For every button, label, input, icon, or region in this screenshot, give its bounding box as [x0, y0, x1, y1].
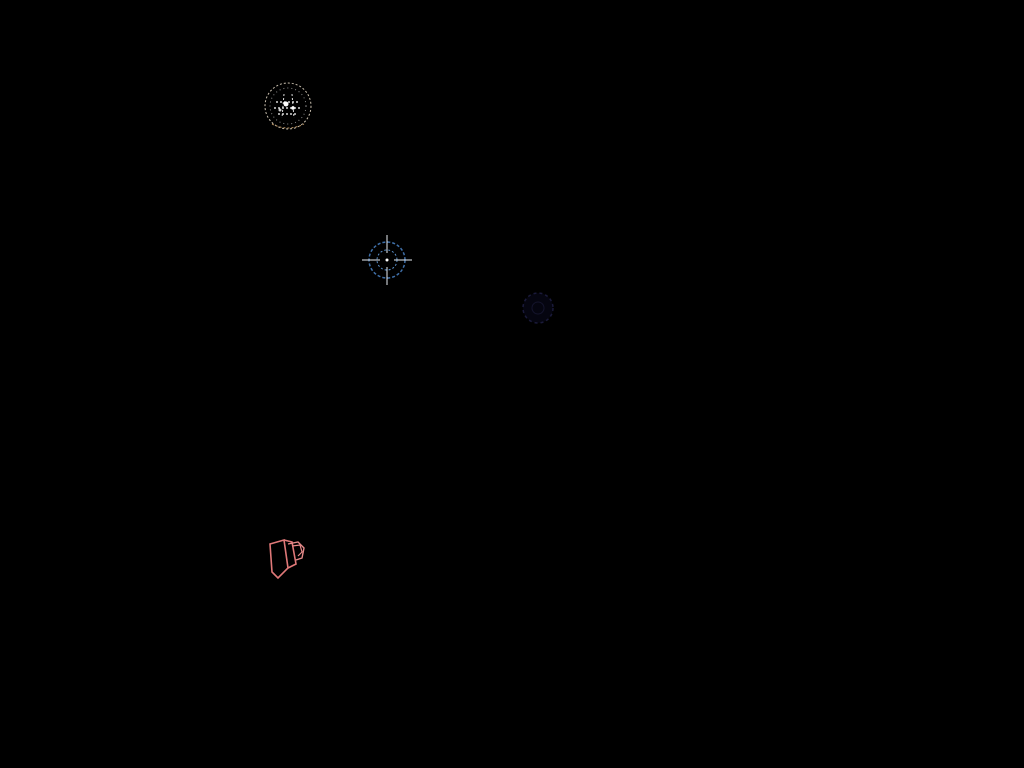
stacked-layers-icon[interactable]	[264, 534, 310, 582]
dark-circle-icon[interactable]	[518, 288, 558, 328]
globe-icon[interactable]	[260, 80, 316, 136]
crosshair-target-icon[interactable]	[360, 233, 414, 287]
